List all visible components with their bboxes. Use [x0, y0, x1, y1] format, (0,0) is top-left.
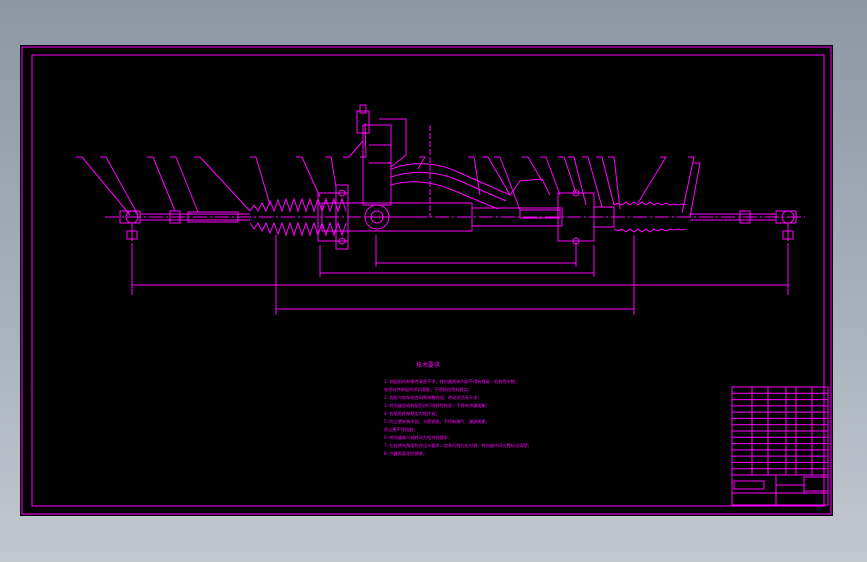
steering-rack-assembly [105, 104, 805, 250]
left-adjuster-sleeve [187, 211, 239, 223]
right-stud-nut [782, 230, 794, 240]
drawing-name-box [733, 480, 765, 490]
pressure-line-lower [390, 171, 507, 202]
note-line: 2. 齿轮与齿条啮合间隙调整合适，转动灵活无卡滞； [384, 394, 481, 401]
callout-leaders [76, 122, 701, 218]
callout-leader [255, 156, 271, 206]
piston [519, 209, 561, 219]
note-line: 3. 转向器总成装配后进行密封性检验，不得有渗漏现象； [384, 402, 490, 409]
right-boot-bottom [613, 228, 687, 233]
left-stud-nut [126, 230, 138, 240]
technical-requirements: 技术要求 1. 装配前所有零件清洗干净，转向器壳体内部不得有铁屑、毛刺等杂物； … [384, 361, 532, 457]
callout-leader [689, 162, 701, 218]
bolt-icon [572, 189, 580, 197]
right-boot-top [613, 201, 687, 206]
notes-title: 技术要求 [416, 361, 440, 369]
pressure-line-upper [390, 163, 511, 196]
note-line: 8. 外露表面涂防锈漆。 [384, 450, 427, 457]
company-box [803, 476, 829, 492]
cad-drawing: 技术要求 1. 装配前所有零件清洗干净，转向器壳体内部不得有铁屑、毛刺等杂物； … [21, 46, 832, 515]
left-mount-bracket [335, 184, 349, 250]
callout-leader [601, 156, 615, 206]
callout-leader [330, 156, 337, 188]
callout-leader [199, 156, 251, 212]
return-line [390, 181, 499, 210]
bolt-icon [338, 189, 346, 197]
left-boot-bottom [249, 221, 347, 237]
power-cylinder [471, 207, 563, 227]
callout-leader [587, 156, 603, 208]
callout-leader [563, 156, 577, 194]
valve-body [362, 124, 392, 206]
drawing-number-box [775, 484, 805, 494]
dimension-lines [131, 125, 789, 315]
parts-list [732, 392, 828, 470]
callout-leader [545, 156, 561, 196]
notes-lines: 1. 装配前所有零件清洗干净，转向器壳体内部不得有铁屑、毛刺等杂物； 各密封件装… [384, 378, 532, 457]
callout-leader [681, 156, 695, 214]
note-line: 防尘罩不得扭曲； [384, 426, 418, 433]
note-line: 6. 转向器输入轴转动力矩符合要求； [384, 434, 452, 441]
callout-leader [152, 156, 176, 212]
callout-leader [81, 156, 131, 216]
outer-border [21, 46, 832, 515]
inner-border [31, 54, 825, 507]
left-boot-top [249, 197, 347, 213]
title-block [731, 386, 829, 506]
cylinder-pipe-bend [509, 178, 551, 196]
right-lock-nut [739, 210, 751, 224]
callout-leader [527, 156, 543, 182]
callout-leader [637, 156, 667, 204]
note-line: 7. 左右转向角度符合设计要求，齿条行程左右对称，转向器中间位置标记清楚； [384, 442, 532, 449]
right-end-cap [593, 206, 615, 228]
note-line: 4. 各紧固件按规定力矩拧紧； [384, 410, 440, 417]
title-block-frame [731, 386, 829, 506]
note-line: 各密封件装配时涂润滑脂，不得损伤密封唇口； [384, 386, 472, 393]
input-shaft-end [359, 104, 367, 114]
callout-leader [301, 156, 321, 198]
callout-leader [487, 156, 511, 196]
callout-leader [499, 156, 521, 211]
bolt-icon [338, 237, 346, 245]
callout-leader [417, 156, 426, 170]
input-shaft [356, 110, 370, 134]
note-line: 1. 装配前所有零件清洗干净，转向器壳体内部不得有铁屑、毛刺等杂物； [384, 378, 519, 385]
callout-leader [105, 156, 139, 216]
callout-leader [473, 156, 481, 196]
valve-cover [379, 118, 407, 168]
callout-leader [175, 156, 199, 213]
callout-leader [613, 156, 621, 210]
callout-leader [364, 122, 367, 158]
callout-leader [348, 140, 364, 158]
right-tie-rod-end [775, 210, 797, 224]
drawing-sheet: 技术要求 1. 装配前所有零件清洗干净，转向器壳体内部不得有铁屑、毛刺等杂物； … [20, 45, 833, 516]
left-tie-rod-end [119, 210, 141, 224]
note-line: 5. 防尘罩安装牢固，卡箍锁紧，不得有漏气、漏油现象， [384, 418, 490, 425]
callout-leader [573, 156, 587, 206]
